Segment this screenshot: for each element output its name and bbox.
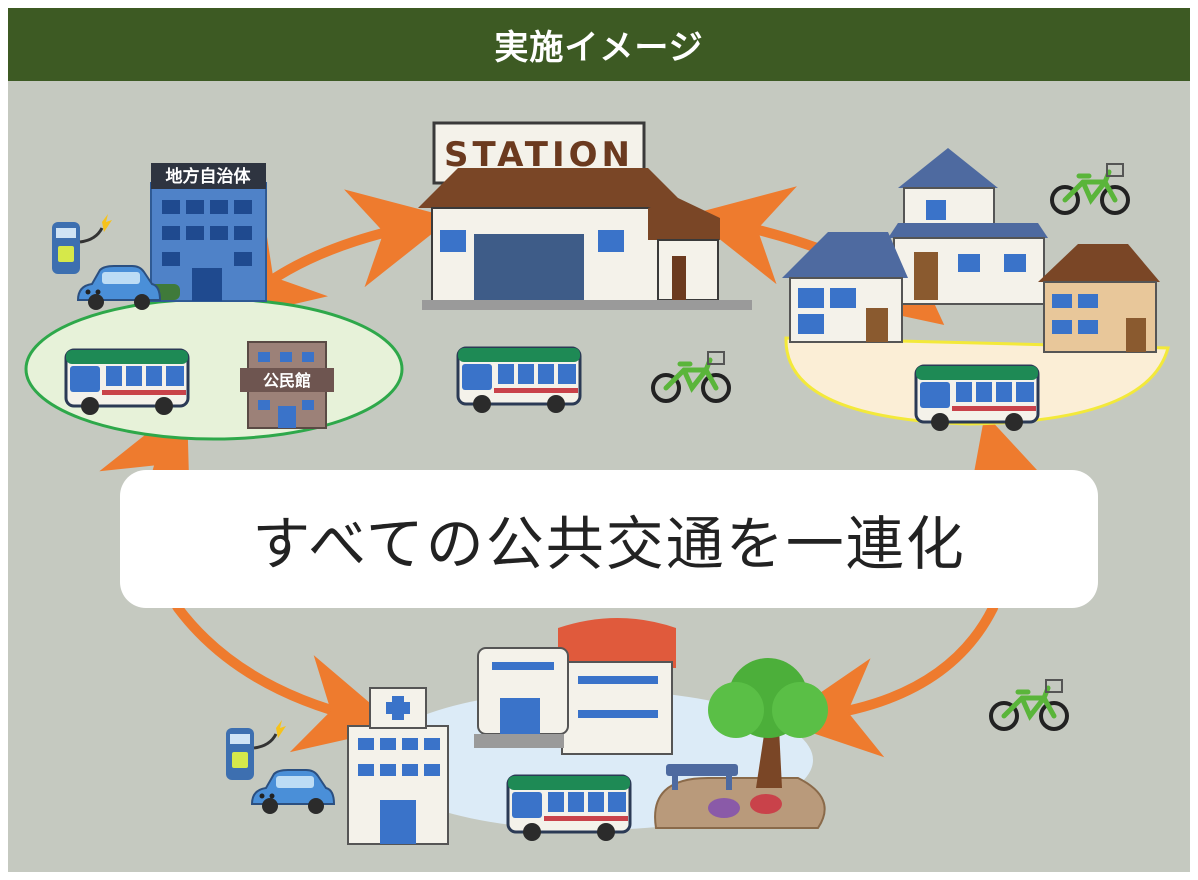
bicycle-icon bbox=[1052, 164, 1128, 213]
figure-panel: 実施イメージ bbox=[8, 8, 1190, 872]
bicycle-icon bbox=[991, 680, 1067, 729]
bus-icon bbox=[64, 348, 190, 417]
park-bench-icon bbox=[666, 764, 782, 818]
transport-diagram: 地方自治体 STATION bbox=[24, 121, 1170, 845]
community-center-icon: 公民館 bbox=[240, 341, 334, 429]
city-hall-icon: 地方自治体 bbox=[140, 163, 267, 302]
ev-charger-icon bbox=[50, 212, 114, 276]
car-icon bbox=[251, 769, 335, 815]
page-title: 実施イメージ bbox=[8, 8, 1190, 81]
bus-icon bbox=[456, 346, 582, 415]
school-icon bbox=[474, 618, 676, 755]
community-center-label: 公民館 bbox=[263, 371, 311, 390]
hospital-icon bbox=[347, 687, 449, 845]
station-icon: STATION bbox=[418, 121, 752, 310]
bus-icon bbox=[506, 774, 632, 843]
city-hall-label: 地方自治体 bbox=[166, 166, 252, 187]
car-icon bbox=[77, 265, 161, 311]
houses-icon bbox=[782, 148, 1160, 353]
tree-icon bbox=[654, 658, 828, 829]
bus-icon bbox=[914, 364, 1040, 433]
bicycle-icon bbox=[653, 352, 729, 401]
arrow-cityhall-station bbox=[219, 189, 453, 322]
summary-callout: すべての公共交通を一連化 bbox=[120, 470, 1098, 608]
